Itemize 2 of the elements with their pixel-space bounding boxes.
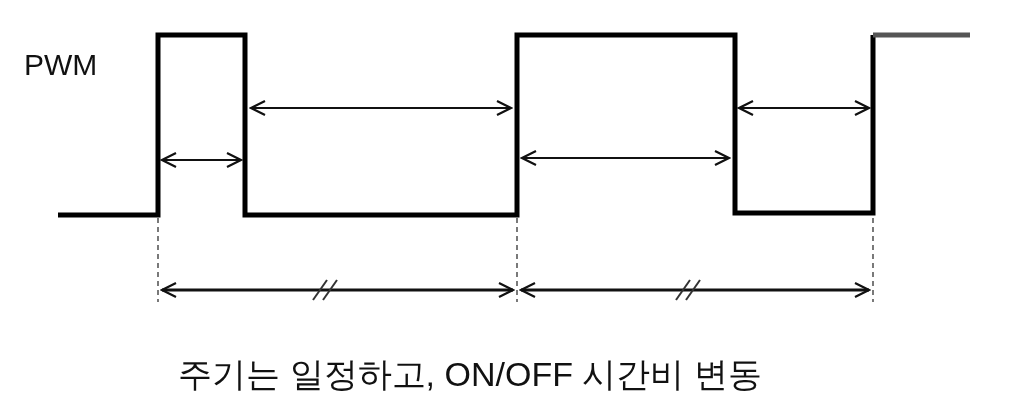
caption: 주기는 일정하고, ON/OFF 시간비 변동 — [177, 354, 763, 395]
signal-label: PWM — [24, 48, 98, 82]
